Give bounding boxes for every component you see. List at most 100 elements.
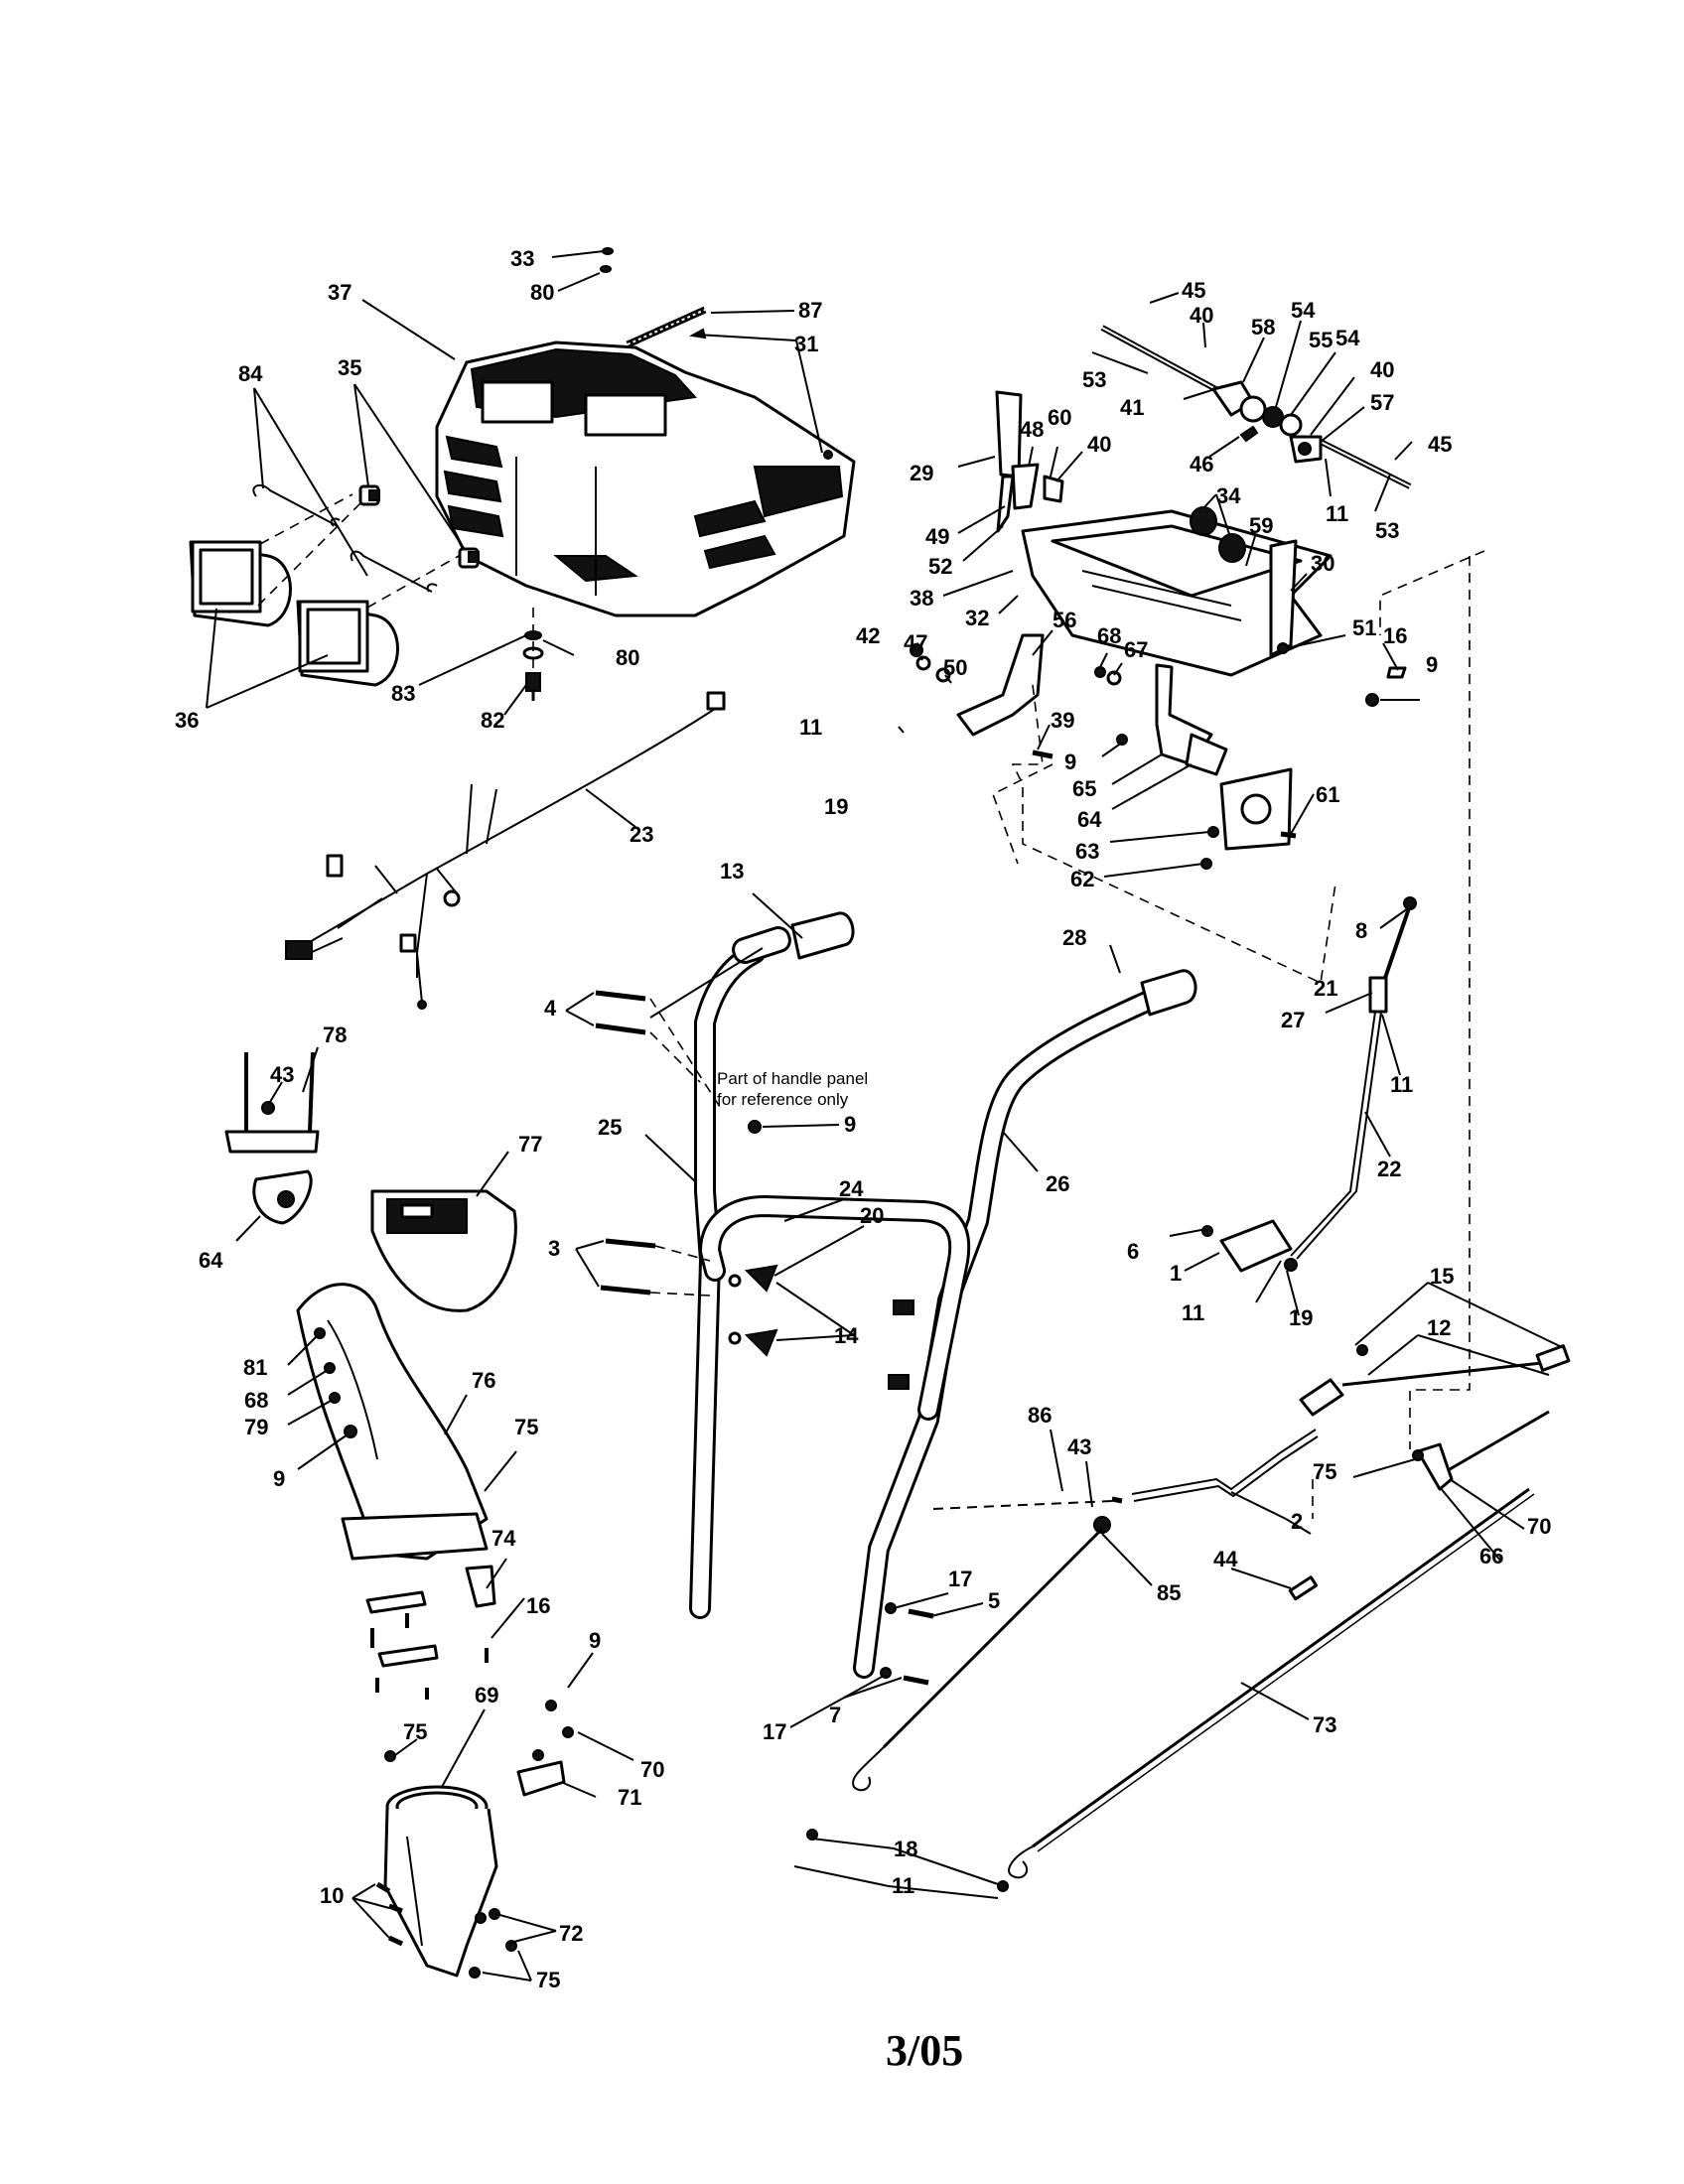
callout-14: 14: [834, 1323, 859, 1348]
callout-19-second: 19: [1289, 1305, 1313, 1330]
callout-25: 25: [598, 1115, 622, 1140]
chute-gear-64: [252, 1169, 313, 1225]
callout-51: 51: [1352, 615, 1376, 640]
callout-9-second: 9: [1064, 750, 1076, 774]
index-plate-61: [1219, 767, 1293, 851]
callout-67: 67: [1124, 637, 1148, 662]
callout-11: 11: [1326, 501, 1348, 526]
switch-82: [522, 608, 544, 701]
callout-19: 19: [824, 794, 848, 819]
callout-11-third: 11: [1390, 1072, 1413, 1097]
callout-75: 75: [514, 1415, 538, 1439]
callout-78: 78: [323, 1023, 347, 1047]
callout-labels: 33 80 87 37 31 35 84 36 83 80 82 23 45 4…: [175, 246, 1551, 1992]
callout-61: 61: [1316, 782, 1339, 807]
reference-note-line2: for reference only: [717, 1090, 849, 1109]
callout-49: 49: [925, 524, 949, 549]
knobs-14-20: [728, 1264, 778, 1357]
callout-80: 80: [530, 280, 554, 305]
wiring-harness-23: [285, 691, 726, 1010]
callout-38: 38: [910, 586, 933, 611]
callout-50: 50: [943, 655, 967, 680]
callout-18: 18: [894, 1837, 917, 1861]
control-panel-30: [1021, 509, 1333, 677]
callout-3: 3: [548, 1236, 560, 1261]
shaft-53-upper: [1100, 325, 1223, 395]
callout-46: 46: [1190, 452, 1213, 477]
callout-68: 68: [1097, 623, 1121, 648]
callout-79: 79: [244, 1415, 268, 1439]
callout-27: 27: [1281, 1008, 1305, 1032]
callout-11-fourth: 11: [1182, 1300, 1204, 1325]
chute-clamps-74: [365, 1565, 496, 1700]
callout-77: 77: [518, 1132, 542, 1157]
callout-41: 41: [1120, 395, 1144, 420]
callout-6: 6: [1127, 1239, 1139, 1264]
callout-22: 22: [1377, 1157, 1401, 1181]
callout-20: 20: [860, 1203, 884, 1228]
lever-29: [995, 390, 1023, 533]
chute-deflector-77: [370, 1189, 517, 1312]
page-number: 3/05: [886, 2026, 963, 2075]
callout-11-fifth: 11: [892, 1873, 914, 1898]
callout-66: 66: [1479, 1544, 1503, 1569]
callout-82: 82: [481, 708, 504, 733]
callout-86: 86: [1028, 1403, 1052, 1428]
callout-40-third: 40: [1087, 432, 1111, 457]
callout-16-second: 16: [526, 1593, 550, 1618]
screw-87: [626, 306, 707, 348]
callout-75-fourth: 75: [536, 1968, 560, 1992]
callout-85: 85: [1157, 1580, 1181, 1605]
callout-36: 36: [175, 708, 199, 733]
callout-55: 55: [1309, 328, 1333, 352]
callout-81: 81: [243, 1355, 267, 1380]
callout-87: 87: [798, 298, 822, 323]
callout-65: 65: [1072, 776, 1096, 801]
reference-note-line1: Part of handle panel: [717, 1069, 868, 1088]
callout-35: 35: [338, 355, 361, 380]
bracket-56: [956, 633, 1045, 737]
callout-42: 42: [856, 623, 880, 648]
callout-2: 2: [1291, 1509, 1303, 1534]
callout-53-second: 53: [1375, 518, 1399, 543]
cable-12-15: [1341, 1344, 1571, 1387]
callout-54: 54: [1291, 298, 1316, 323]
callout-60: 60: [1048, 405, 1071, 430]
callout-26: 26: [1046, 1171, 1069, 1196]
callout-80-lower: 80: [616, 645, 639, 670]
callout-72: 72: [559, 1921, 583, 1946]
callout-9: 9: [1426, 652, 1438, 677]
callout-75-second: 75: [1313, 1459, 1336, 1484]
shift-handle-1: [1201, 1219, 1298, 1273]
shift-rod-21-22: [1290, 896, 1417, 1260]
callout-76: 76: [472, 1368, 495, 1393]
callout-12: 12: [1427, 1315, 1451, 1340]
callout-7: 7: [829, 1703, 841, 1727]
chute-hardware-10-72-75: [375, 1700, 557, 1979]
callout-9-third: 9: [844, 1112, 856, 1137]
callout-4: 4: [544, 996, 557, 1021]
crossbar-24: [699, 1195, 971, 1421]
callout-62: 62: [1070, 867, 1094, 891]
callout-17: 17: [948, 1567, 972, 1591]
callout-74: 74: [491, 1526, 516, 1551]
headlight-36-left: [189, 540, 292, 627]
lower-chute-69: [383, 1785, 498, 1978]
callout-44: 44: [1213, 1547, 1238, 1571]
bracket-48-60: [1011, 463, 1064, 510]
callout-5: 5: [988, 1588, 1000, 1613]
callout-30: 30: [1311, 551, 1334, 576]
callout-59: 59: [1249, 513, 1273, 538]
callout-17-second: 17: [763, 1719, 786, 1744]
upper-chute-76: [296, 1283, 489, 1561]
callout-21: 21: [1314, 976, 1337, 1001]
callout-37: 37: [328, 280, 351, 305]
callout-64-second: 64: [199, 1248, 223, 1273]
leader-lines: [206, 250, 1565, 1981]
callout-15: 15: [1430, 1264, 1454, 1289]
handle-upper-25: [649, 911, 855, 1619]
callout-40: 40: [1190, 303, 1213, 328]
callout-9-fourth: 9: [273, 1466, 285, 1491]
callout-54-second: 54: [1335, 326, 1360, 350]
